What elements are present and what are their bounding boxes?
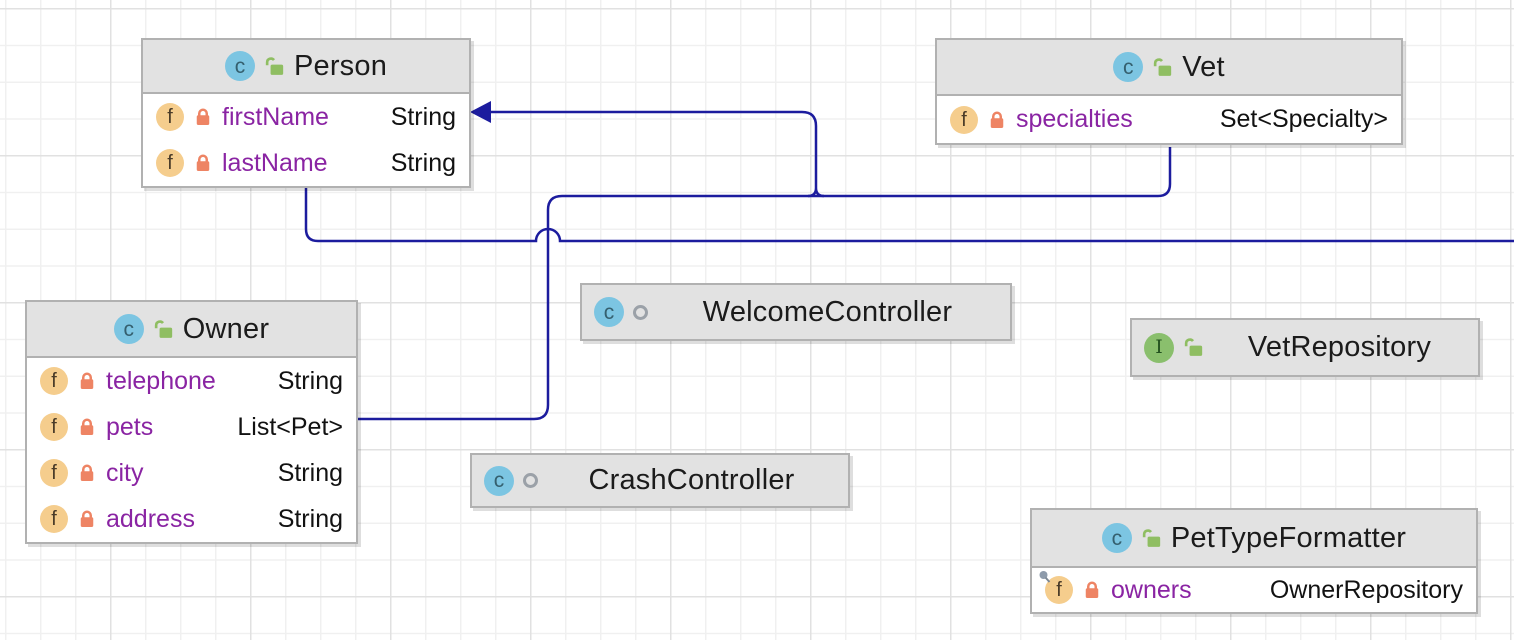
private-lock-icon	[80, 464, 94, 481]
class-name: CrashController	[588, 464, 795, 496]
public-lock-icon	[1154, 57, 1172, 76]
class-node-person[interactable]: c Person f firstName String f lastName S…	[141, 38, 471, 188]
field-icon: f	[950, 105, 978, 134]
field-type: String	[390, 102, 456, 131]
class-icon: c	[1101, 523, 1132, 553]
field-name: owners	[1111, 575, 1192, 604]
public-lock-icon	[1184, 338, 1203, 356]
field-name: telephone	[106, 366, 216, 395]
class-icon: c	[594, 297, 624, 327]
field-icon: f	[1039, 571, 1073, 604]
private-lock-icon	[990, 111, 1004, 128]
class-header-vet[interactable]: c Vet	[937, 40, 1401, 96]
private-lock-icon	[80, 510, 94, 527]
class-header-welcomecontroller[interactable]: c WelcomeController	[582, 285, 1010, 339]
class-icon: c	[113, 314, 144, 344]
field-row[interactable]: f telephone String	[27, 358, 356, 404]
class-header-person[interactable]: c Person	[143, 40, 469, 94]
field-icon: f	[40, 505, 68, 533]
field-row[interactable]: f city String	[27, 450, 356, 496]
field-name: address	[106, 504, 195, 533]
class-node-pettypeformatter[interactable]: c PetTypeFormatter f owners OwnerReposit…	[1030, 508, 1478, 614]
inheritance-edge-to-person[interactable]	[490, 110, 825, 198]
field-icon: f	[40, 459, 68, 487]
field-name: pets	[106, 412, 154, 441]
class-name: Owner	[182, 312, 270, 345]
class-name: PetTypeFormatter	[1170, 521, 1407, 554]
field-name: city	[106, 458, 144, 487]
field-type: List<Pet>	[237, 412, 343, 441]
field-icon: f	[40, 413, 68, 441]
interface-icon: I	[1144, 332, 1174, 363]
public-lock-icon	[265, 56, 284, 75]
private-lock-icon	[196, 108, 210, 125]
field-icon: f	[40, 367, 68, 395]
class-node-crashcontroller[interactable]: c CrashController	[470, 453, 850, 508]
field-row[interactable]: f specialties Set<Specialty>	[937, 96, 1401, 143]
class-name: WelcomeController	[702, 295, 953, 328]
field-icon: f	[156, 149, 184, 177]
private-lock-icon	[80, 418, 94, 435]
class-icon: c	[224, 51, 255, 81]
class-header-pettypeformatter[interactable]: c PetTypeFormatter	[1032, 510, 1476, 568]
field-row[interactable]: f address String	[27, 496, 356, 542]
field-row[interactable]: f firstName String	[143, 94, 469, 140]
inheritance-edge-vet-owner[interactable]	[358, 147, 1172, 421]
class-header-crashcontroller[interactable]: c CrashController	[472, 455, 848, 506]
field-name: specialties	[1016, 105, 1133, 133]
public-lock-icon	[154, 319, 172, 338]
association-edge-person-right[interactable]	[304, 187, 1514, 243]
field-row[interactable]: f pets List<Pet>	[27, 404, 356, 450]
field-icon: f	[156, 103, 184, 131]
field-row[interactable]: f lastName String	[143, 140, 469, 186]
class-node-vet[interactable]: c Vet f specialties Set<Specialty>	[935, 38, 1403, 145]
interface-name: VetRepository	[1247, 331, 1432, 363]
field-name: lastName	[222, 148, 328, 177]
final-pin-icon	[1039, 571, 1051, 583]
class-name: Person	[293, 49, 388, 82]
private-lock-icon	[80, 372, 94, 389]
field-name: firstName	[222, 102, 329, 131]
field-type: Set<Specialty>	[1219, 105, 1388, 133]
class-icon: c	[1113, 52, 1144, 82]
public-lock-icon	[1142, 528, 1161, 547]
class-node-owner[interactable]: c Owner f telephone String f pets List<P…	[25, 300, 358, 544]
inheritance-arrowhead	[470, 101, 491, 123]
field-type: OwnerRepository	[1269, 575, 1463, 604]
class-icon: c	[484, 465, 514, 496]
package-private-icon	[523, 473, 538, 488]
class-header-owner[interactable]: c Owner	[27, 302, 356, 358]
field-type: String	[390, 148, 456, 177]
package-private-icon	[633, 304, 648, 320]
private-lock-icon	[196, 154, 210, 171]
field-type: String	[277, 366, 343, 395]
field-row[interactable]: f owners OwnerRepository	[1032, 568, 1476, 612]
class-node-welcomecontroller[interactable]: c WelcomeController	[580, 283, 1012, 341]
interface-node-vetrepository[interactable]: I VetRepository	[1130, 318, 1480, 377]
field-type: String	[277, 458, 343, 487]
private-lock-icon	[1085, 581, 1099, 598]
class-header-vetrepository[interactable]: I VetRepository	[1132, 320, 1478, 375]
class-name: Vet	[1182, 50, 1225, 83]
field-type: String	[277, 504, 343, 533]
